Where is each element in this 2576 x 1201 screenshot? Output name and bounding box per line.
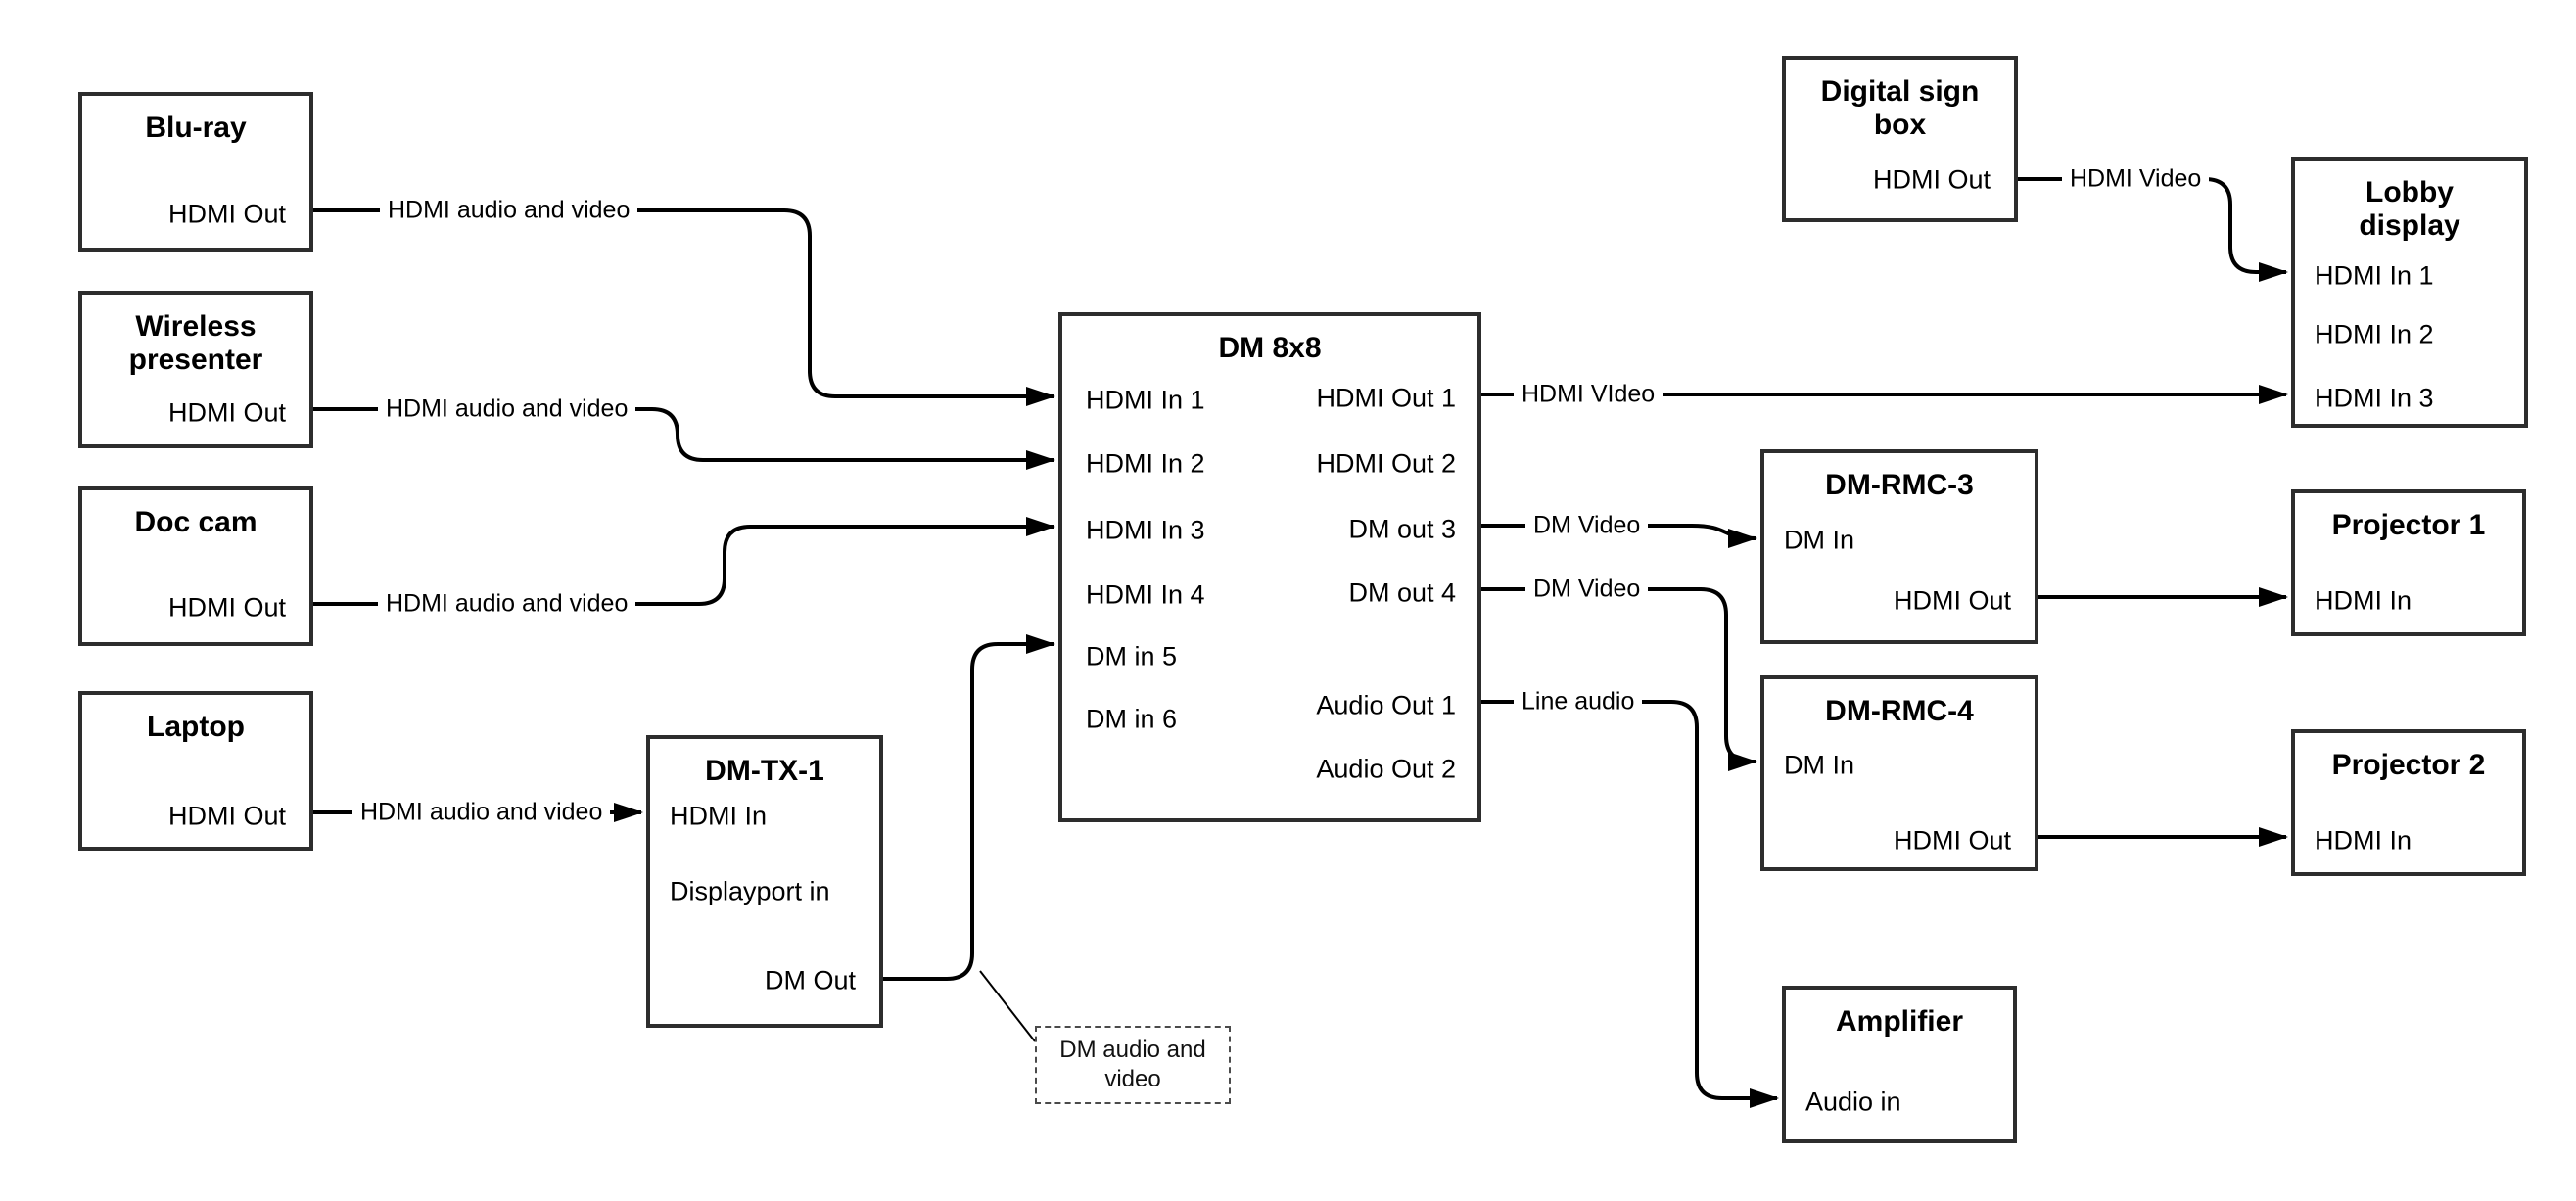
edge-label-wireless-hdmi-av: HDMI audio and video [378, 392, 636, 427]
edge-bluray-to-dm8x8 [313, 208, 1055, 406]
port-digitalsign-hdmi-out: HDMI Out [1872, 164, 1991, 195]
port-rmc3-hdmi-out: HDMI Out [1893, 585, 2011, 616]
edge-dmout3-to-rmc3 [1481, 524, 1757, 548]
port-amplifier-audio-in: Audio in [1805, 1086, 1901, 1117]
port-lobby-hdmi-in-3: HDMI In 3 [2315, 383, 2434, 413]
node-dm-rmc-4: DM-RMC-4 DM In HDMI Out [1760, 675, 2038, 871]
edge-label-line-audio: Line audio [1514, 684, 1643, 719]
edge-label-hdmi-video-sign: HDMI Video [2062, 162, 2210, 197]
node-dm-8x8: DM 8x8 HDMI In 1 HDMI In 2 HDMI In 3 HDM… [1058, 312, 1481, 822]
port-dmtx1-hdmi-in: HDMI In [670, 801, 768, 831]
port-dm8x8-hdmi-in-2: HDMI In 2 [1086, 448, 1205, 479]
node-rmc4-title: DM-RMC-4 [1825, 695, 1974, 727]
port-dm8x8-audio-out-2: Audio Out 2 [1316, 754, 1456, 784]
node-projector-1: Projector 1 HDMI In [2291, 489, 2526, 636]
edge-doccam-to-dm8x8 [313, 517, 1055, 606]
port-doccam-hdmi-out: HDMI Out [167, 592, 286, 623]
edge-label-doccam-hdmi-av: HDMI audio and video [378, 586, 636, 622]
port-lobby-hdmi-in-2: HDMI In 2 [2315, 319, 2434, 349]
callout-leader-line [979, 970, 1036, 1042]
port-dm8x8-dm-out-4: DM out 4 [1348, 577, 1456, 608]
node-wireless-title: Wireless presenter [128, 310, 263, 376]
edge-label-bluray-hdmi-av: HDMI audio and video [380, 193, 638, 228]
edge-label-dm-video-out3: DM Video [1525, 508, 1649, 543]
port-dm8x8-hdmi-in-3: HDMI In 3 [1086, 515, 1205, 545]
node-amplifier-title: Amplifier [1835, 1005, 1964, 1038]
port-rmc4-hdmi-out: HDMI Out [1893, 825, 2011, 855]
edge-label-laptop-hdmi-av: HDMI audio and video [352, 795, 611, 830]
node-wireless-presenter: Wireless presenter HDMI Out [78, 291, 313, 448]
node-bluray-title: Blu-ray [145, 112, 247, 144]
node-dm-tx-1: DM-TX-1 HDMI In Displayport in DM Out [646, 735, 883, 1028]
node-digitalsign-title: Digital sign box [1820, 75, 1980, 141]
node-bluray: Blu-ray HDMI Out [78, 92, 313, 252]
port-dm8x8-audio-out-1: Audio Out 1 [1316, 690, 1456, 720]
edge-audioout1-to-amplifier [1481, 700, 1779, 1108]
port-proj1-hdmi-in: HDMI In [2315, 585, 2412, 616]
node-projector-2: Projector 2 HDMI In [2291, 729, 2526, 876]
node-dmtx1-title: DM-TX-1 [705, 755, 824, 787]
port-dm8x8-dm-in-6: DM in 6 [1086, 704, 1178, 734]
port-laptop-hdmi-out: HDMI Out [167, 801, 286, 831]
edge-label-hdmi-video-out1: HDMI VIdeo [1514, 377, 1663, 412]
port-dm8x8-dm-in-5: DM in 5 [1086, 641, 1178, 671]
port-dm8x8-hdmi-out-1: HDMI Out 1 [1316, 383, 1456, 413]
port-dm8x8-dm-out-3: DM out 3 [1348, 514, 1456, 544]
node-digital-sign-box: Digital sign box HDMI Out [1782, 56, 2018, 222]
port-rmc3-dm-in: DM In [1784, 525, 1855, 555]
port-lobby-hdmi-in-1: HDMI In 1 [2315, 260, 2434, 291]
node-lobby-display: Lobby display HDMI In 1 HDMI In 2 HDMI I… [2291, 157, 2528, 428]
node-rmc3-title: DM-RMC-3 [1825, 469, 1974, 501]
port-dmtx1-displayport-in: Displayport in [670, 876, 830, 906]
port-dm8x8-hdmi-in-1: HDMI In 1 [1086, 385, 1205, 415]
node-laptop-title: Laptop [147, 711, 245, 743]
node-proj1-title: Projector 1 [2331, 509, 2486, 541]
node-amplifier: Amplifier Audio in [1782, 986, 2017, 1143]
node-doc-cam: Doc cam HDMI Out [78, 486, 313, 646]
edge-dmtx1-to-dm8x8 [883, 634, 1055, 981]
edge-label-dm-video-out4: DM Video [1525, 572, 1649, 607]
edge-dmout4-to-rmc4 [1481, 587, 1757, 771]
edge-digitalsign-to-lobby [2018, 177, 2288, 282]
node-dm8x8-title: DM 8x8 [1218, 332, 1322, 364]
node-dm-rmc-3: DM-RMC-3 DM In HDMI Out [1760, 449, 2038, 644]
port-bluray-hdmi-out: HDMI Out [167, 199, 286, 229]
port-wireless-hdmi-out: HDMI Out [167, 397, 286, 428]
node-laptop: Laptop HDMI Out [78, 691, 313, 851]
port-dm8x8-hdmi-in-4: HDMI In 4 [1086, 579, 1205, 610]
port-proj2-hdmi-in: HDMI In [2315, 825, 2412, 855]
node-proj2-title: Projector 2 [2331, 749, 2486, 781]
port-rmc4-dm-in: DM In [1784, 750, 1855, 780]
edge-wireless-to-dm8x8 [313, 407, 1055, 470]
port-dmtx1-dm-out: DM Out [764, 965, 856, 995]
port-dm8x8-hdmi-out-2: HDMI Out 2 [1316, 448, 1456, 479]
node-lobby-title: Lobby display [2359, 176, 2460, 242]
node-doccam-title: Doc cam [134, 506, 258, 538]
callout-dm-audio-and-video: DM audio and video [1035, 1026, 1231, 1104]
